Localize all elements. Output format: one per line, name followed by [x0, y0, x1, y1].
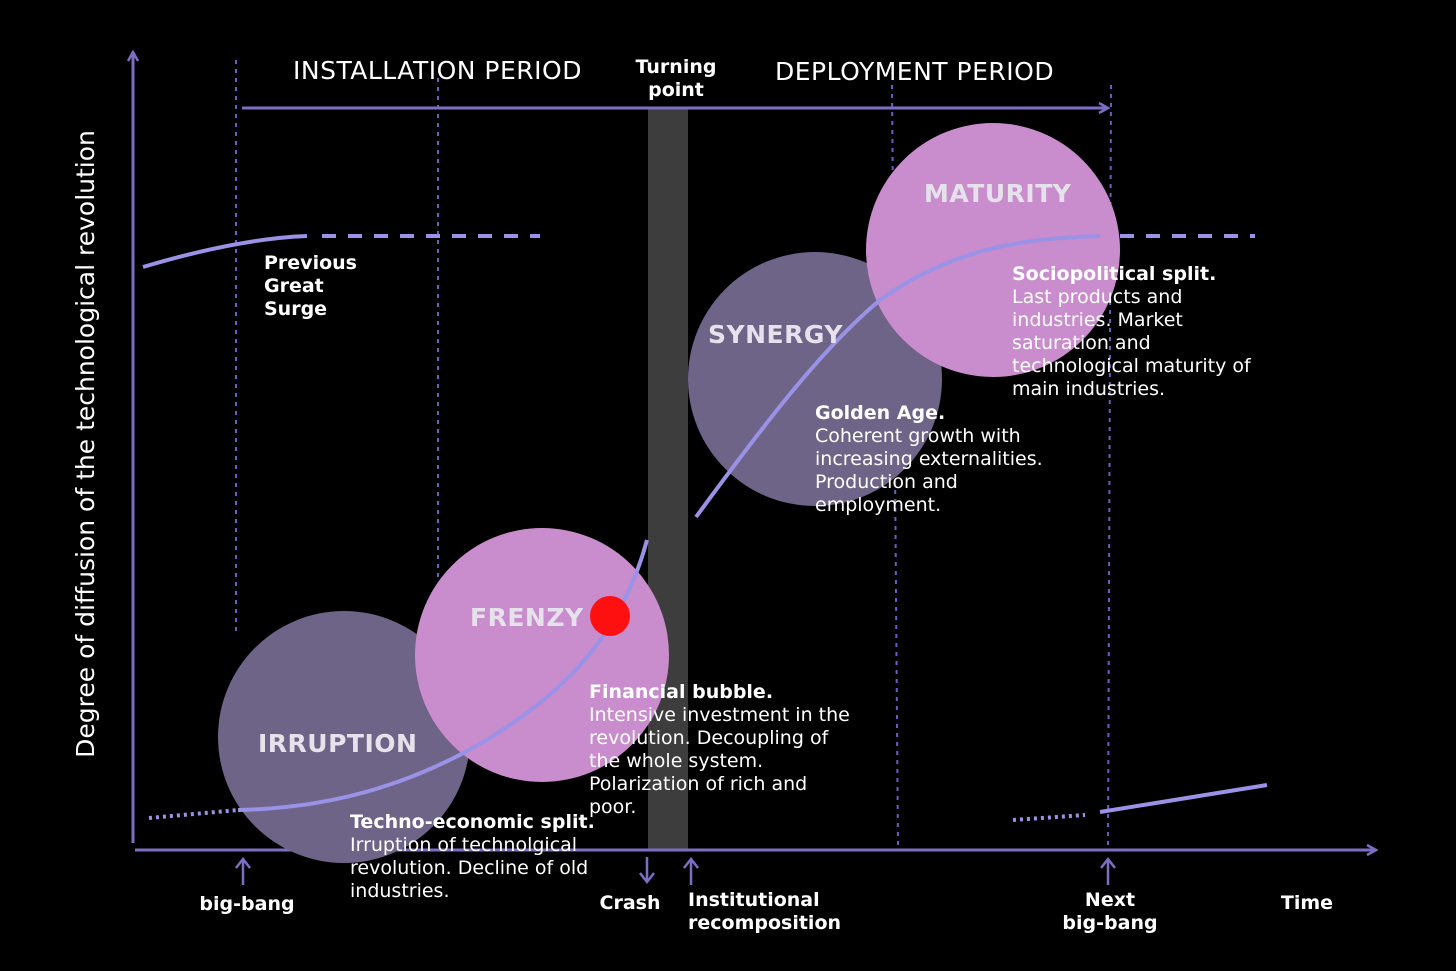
deployment-curve [694, 234, 1101, 519]
institutional-arrow-up [683, 856, 699, 885]
installation-dotted-start [148, 808, 239, 820]
y-axis-label: Degree of diffusion of the technological… [71, 130, 100, 758]
previous-surge-label-1: Previous [264, 252, 357, 274]
turning-point-label-line2: point [648, 79, 704, 101]
irruption-desc-line: Irruption of technolgical [350, 834, 577, 856]
crash-label: Crash [600, 892, 661, 914]
synergy-desc-line: Coherent growth with [815, 425, 1021, 447]
next-big-bang-line1: Next [1085, 889, 1135, 911]
irruption-desc-line: industries. [350, 880, 450, 902]
time-label: Time [1281, 892, 1333, 914]
frenzy-desc-line: the whole system. [589, 750, 763, 772]
maturity-desc-line: technological maturity of [1012, 355, 1252, 377]
turning-point-label-line1: Turning [636, 56, 717, 78]
crash-arrow-down [639, 857, 655, 885]
maturity-desc-line: Last products and [1012, 286, 1182, 308]
next-surge-curve [1099, 783, 1268, 814]
big-bang-label: big-bang [199, 893, 294, 915]
frenzy-desc-line: Intensive investment in the [589, 704, 850, 726]
maturity-desc-line: industries. Market [1012, 309, 1183, 331]
synergy-description: Golden Age. Coherent growth with increas… [815, 402, 1043, 516]
irruption-label: IRRUPTION [258, 729, 417, 758]
institutional-recomposition-line2: recomposition [688, 912, 841, 934]
maturity-label: MATURITY [924, 179, 1072, 208]
irruption-desc-line: revolution. Decline of old [350, 857, 588, 879]
previous-surge-label-2: Great [264, 275, 324, 297]
irruption-circle [218, 611, 470, 863]
frenzy-description: Financial bubble. Intensive investment i… [589, 681, 850, 818]
previous-surge-label-3: Surge [264, 298, 327, 320]
x-axis-marker-arrows [235, 856, 1116, 885]
turning-point-bar [648, 108, 688, 850]
maturity-desc-line: main industries. [1012, 378, 1165, 400]
big-bang-arrow-up [235, 856, 251, 885]
synergy-desc-line: Production and [815, 471, 958, 493]
next-surge-dotted [1012, 813, 1086, 822]
previous-surge-curve [142, 234, 308, 269]
maturity-desc-line: saturation and [1012, 332, 1151, 354]
crash-dot [590, 596, 630, 636]
frenzy-desc-line: Polarization of rich and [589, 773, 807, 795]
next-big-bang-line2: big-bang [1062, 912, 1157, 934]
frenzy-label: FRENZY [470, 603, 584, 632]
deployment-period-label: DEPLOYMENT PERIOD [775, 57, 1054, 86]
irruption-desc-title: Techno-economic split. [350, 811, 595, 833]
frenzy-desc-title: Financial bubble. [589, 681, 773, 703]
synergy-label: SYNERGY [708, 320, 843, 349]
frenzy-desc-line: revolution. Decoupling of [589, 727, 830, 749]
irruption-description: Techno-economic split. Irruption of tech… [350, 811, 595, 902]
maturity-desc-title: Sociopolitical split. [1012, 263, 1216, 285]
maturity-description: Sociopolitical split. Last products and … [1012, 263, 1252, 400]
next-big-bang-arrow-up [1100, 856, 1116, 885]
frenzy-desc-line: poor. [589, 796, 636, 818]
installation-period-label: INSTALLATION PERIOD [293, 56, 582, 85]
synergy-desc-line: employment. [815, 494, 941, 516]
synergy-desc-line: increasing externalities. [815, 448, 1043, 470]
frenzy-circle [415, 528, 669, 782]
synergy-desc-title: Golden Age. [815, 402, 945, 424]
institutional-recomposition-line1: Institutional [688, 889, 820, 911]
